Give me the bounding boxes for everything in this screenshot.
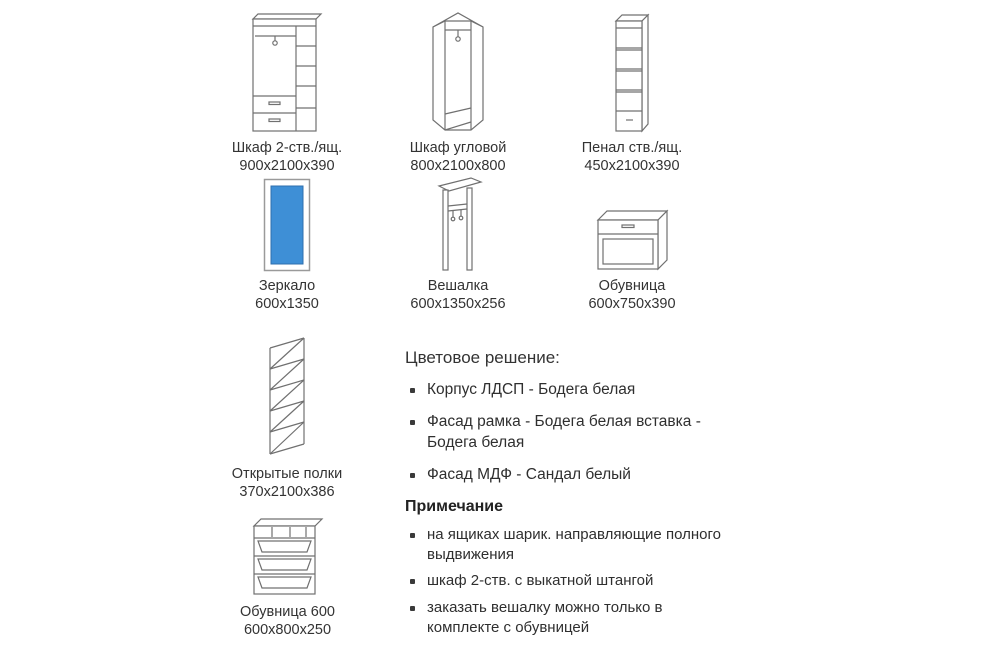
penal-drawing xyxy=(612,8,652,134)
item-size: 900x2100x390 xyxy=(239,158,335,175)
wardrobe-2door-icon xyxy=(251,13,323,132)
item-size: 600x750x390 xyxy=(588,296,676,313)
item-name: Вешалка xyxy=(427,278,489,294)
color-scheme-item: Фасад рамка - Бодега белая вставка - Бод… xyxy=(405,412,723,453)
corner-wardrobe-drawing xyxy=(425,8,491,134)
note-item: заказать вешалку можно только в комплект… xyxy=(405,598,723,638)
item-size: 450x2100x390 xyxy=(584,158,680,175)
note-item: на ящиках шарик. направляющие полного вы… xyxy=(405,525,723,565)
catalog-item-penal: Пенал ств./ящ. 450x2100x390 xyxy=(572,8,692,175)
item-name: Шкаф угловой xyxy=(409,140,507,156)
shoe-cabinet-600-icon xyxy=(252,518,323,595)
item-size: 370x2100x386 xyxy=(239,484,335,501)
catalog-item-coat-rack: Вешалка 600x1350x256 xyxy=(393,176,523,313)
corner-wardrobe-icon xyxy=(432,12,484,131)
catalog-item-wardrobe-2door: Шкаф 2-ств./ящ. 900x2100x390 xyxy=(217,8,357,175)
item-name: Обувница 600 xyxy=(240,604,335,620)
color-scheme-list: Корпус ЛДСП - Бодега белая Фасад рамка -… xyxy=(405,380,723,486)
catalog-item-shoe-cabinet: Обувница 600x750x390 xyxy=(567,176,697,313)
coat-rack-icon xyxy=(437,177,483,271)
coat-rack-drawing xyxy=(431,176,485,272)
item-name: Шкаф 2-ств./ящ. xyxy=(231,140,343,156)
shoe-cabinet-drawing xyxy=(594,176,670,272)
catalog-item-corner-wardrobe: Шкаф угловой 800x2100x800 xyxy=(393,8,523,175)
color-scheme-item: Фасад МДФ - Сандал белый xyxy=(405,465,723,485)
info-panel: Цветовое решение: Корпус ЛДСП - Бодега б… xyxy=(405,348,723,645)
notes-list: на ящиках шарик. направляющие полного вы… xyxy=(405,525,723,638)
mirror-glass xyxy=(270,185,304,265)
item-size: 600x800x250 xyxy=(243,622,332,639)
notes-title: Примечание xyxy=(405,497,504,515)
penal-icon xyxy=(614,13,650,133)
color-scheme-item: Корпус ЛДСП - Бодега белая xyxy=(405,380,723,400)
open-shelves-icon xyxy=(269,337,305,455)
item-size: 600x1350x256 xyxy=(410,296,506,313)
item-size: 600x1350 xyxy=(255,296,319,313)
catalog-item-mirror: Зеркало 600x1350 xyxy=(222,176,352,313)
item-name: Обувница xyxy=(598,278,666,294)
item-size: 800x2100x800 xyxy=(410,158,506,175)
item-name: Открытые полки xyxy=(231,466,343,482)
item-name: Пенал ств./ящ. xyxy=(581,140,683,156)
catalog-item-shoe-cabinet-600: Обувница 600 600x800x250 xyxy=(215,514,360,639)
mirror-icon xyxy=(263,178,311,272)
wardrobe-2door-drawing xyxy=(251,8,323,134)
open-shelves-drawing xyxy=(265,330,309,460)
color-scheme-title: Цветовое решение: xyxy=(405,348,560,367)
note-item: шкаф 2-ств. с выкатной штангой xyxy=(405,571,723,591)
shoe-cabinet-600-drawing xyxy=(250,514,326,598)
item-name: Зеркало xyxy=(258,278,316,294)
catalog-item-open-shelves: Открытые полки 370x2100x386 xyxy=(212,330,362,501)
shoe-cabinet-icon xyxy=(596,209,669,271)
mirror-drawing xyxy=(263,176,311,272)
